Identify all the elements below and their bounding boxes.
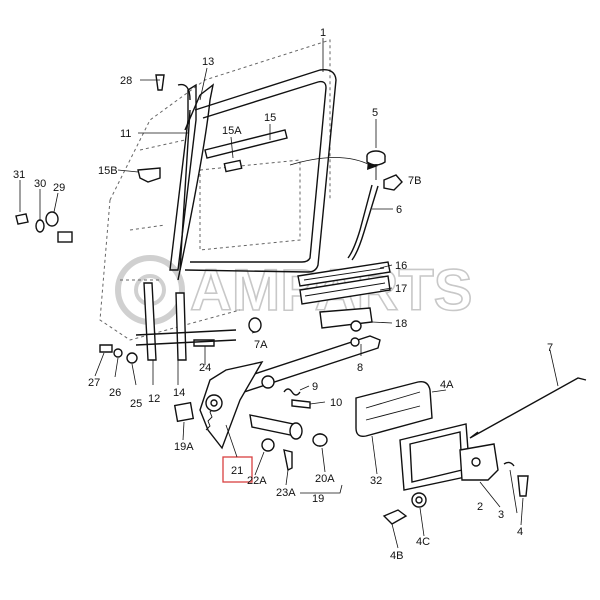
bushing-7a xyxy=(248,317,262,333)
callout-7: 7 xyxy=(547,342,553,354)
callout-2: 2 xyxy=(477,501,483,513)
window-channel xyxy=(169,83,215,281)
callout-22a: 22A xyxy=(247,475,267,487)
callout-4b: 4B xyxy=(390,550,403,562)
callout-27: 27 xyxy=(88,377,100,389)
control-rod-7 xyxy=(469,377,587,439)
callout-4c: 4C xyxy=(416,536,430,548)
callout-21: 21 xyxy=(231,465,243,477)
callout-30: 30 xyxy=(34,178,46,190)
vent-channel-15 xyxy=(204,129,288,173)
highlight-box-21 xyxy=(222,456,253,483)
pinion-22a xyxy=(261,438,275,452)
callout-26: 26 xyxy=(109,387,121,399)
callout-labels: 1 13 28 11 15A 15 5 15B 7B 31 30 29 6 16… xyxy=(13,27,553,562)
lock-knob-5 xyxy=(366,150,386,180)
spring-9 xyxy=(283,388,301,396)
callout-19a: 19A xyxy=(174,441,194,453)
callout-19: 19 xyxy=(312,493,324,505)
callout-18: 18 xyxy=(395,318,407,330)
callout-13: 13 xyxy=(202,56,214,68)
inner-handle-2 xyxy=(459,443,499,481)
door-shell xyxy=(99,39,331,341)
callout-5: 5 xyxy=(372,107,378,119)
callout-25: 25 xyxy=(130,398,142,410)
callout-15: 15 xyxy=(264,112,276,124)
callout-14: 14 xyxy=(173,387,185,399)
leader-lines xyxy=(19,38,559,549)
callout-28: 28 xyxy=(120,75,132,87)
latch-housing-32 xyxy=(355,380,433,438)
leader-21 xyxy=(225,424,238,458)
arrow-to-knob xyxy=(289,157,371,166)
washers-left xyxy=(113,348,138,364)
bracket-15b xyxy=(137,167,161,183)
callout-32: 32 xyxy=(370,475,382,487)
guide-rail-12-14 xyxy=(135,282,237,361)
callout-1: 1 xyxy=(320,27,326,39)
callout-4: 4 xyxy=(517,526,523,538)
window-frame xyxy=(179,69,337,273)
callout-16: 16 xyxy=(395,260,407,272)
callout-24: 24 xyxy=(199,362,211,374)
handle-bezel-4a xyxy=(399,423,471,491)
screw-28 xyxy=(155,74,165,91)
clip-7b xyxy=(383,174,403,191)
callout-10: 10 xyxy=(330,397,342,409)
callout-29: 29 xyxy=(53,182,65,194)
lock-rod-6 xyxy=(347,184,373,259)
handle-screws xyxy=(382,461,529,525)
plate-19a xyxy=(173,401,195,423)
callout-9: 9 xyxy=(312,381,318,393)
roller-18 xyxy=(319,307,373,332)
hinge-hardware xyxy=(15,211,73,243)
callout-20a: 20A xyxy=(315,473,335,485)
watermark-logo: AMPARTS xyxy=(115,255,473,325)
screws xyxy=(99,339,311,472)
callout-7a: 7A xyxy=(254,339,268,351)
callout-7b: 7B xyxy=(408,175,421,187)
callout-15b: 15B xyxy=(98,165,118,177)
callout-23a: 23A xyxy=(276,487,296,499)
callout-12: 12 xyxy=(148,393,160,405)
callout-3: 3 xyxy=(498,509,504,521)
gear-sector-21 xyxy=(199,360,264,450)
callout-8: 8 xyxy=(357,362,363,374)
seal-strips xyxy=(297,261,391,305)
callout-6: 6 xyxy=(396,204,402,216)
regulator-arm-8 xyxy=(234,335,381,393)
cap-20a xyxy=(312,433,328,447)
callout-11: 11 xyxy=(120,128,131,140)
callout-17: 17 xyxy=(395,283,407,295)
callout-4a: 4A xyxy=(440,379,454,391)
callout-15a: 15A xyxy=(222,125,242,137)
callout-31: 31 xyxy=(13,169,25,181)
